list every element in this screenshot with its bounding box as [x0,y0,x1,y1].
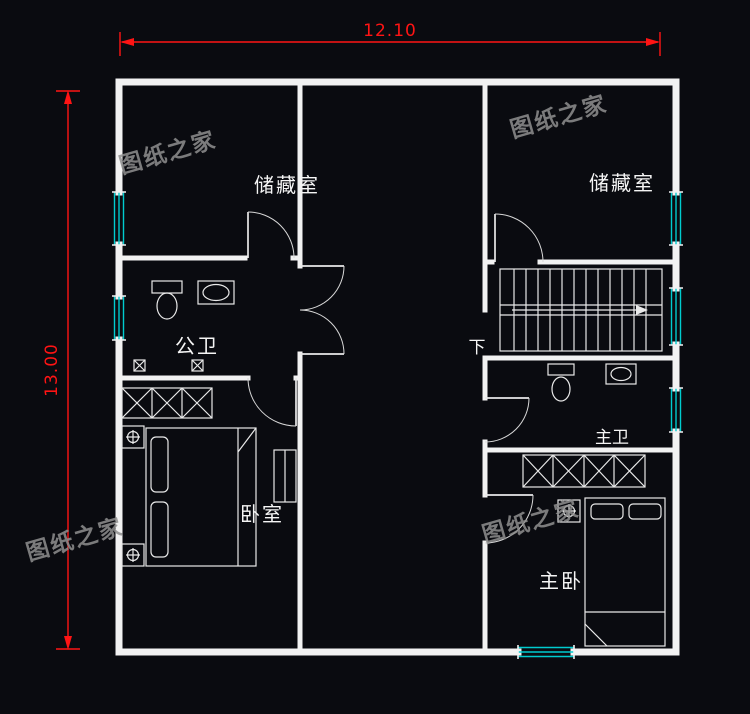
stair-arrowhead-icon [636,305,648,315]
dimension-arrow-bottom-icon [64,636,72,650]
dimension-top-line [119,32,661,56]
dimension-arrow-top-icon [64,90,72,104]
dimension-arrow-right-icon [646,38,660,46]
nightstand-icon [121,425,145,567]
washbasin-master-icon [605,363,637,385]
dimension-left: 13.00 [42,90,80,650]
wardrobe-master-bedroom [522,454,646,488]
toilet-icon [151,280,183,320]
door-storage-left [247,211,295,259]
stair-down-label: 下 [469,338,486,358]
window-storage-left [112,191,126,246]
nightstand-master-icon [557,499,581,523]
door-master-bedroom [484,494,534,544]
washbasin-icon [197,280,235,305]
exterior-walls [115,78,680,656]
cabinet-bedroom [273,449,297,503]
door-master-bathroom [484,397,530,443]
room-label-public-bathroom: 公卫 [175,334,219,358]
bed-bedroom [145,427,257,567]
toilet-master-icon [547,363,575,402]
dimension-height-value: 13.00 [42,343,62,397]
window-storage-right [669,191,683,246]
door-storage-right [494,213,544,263]
dimension-arrow-left-icon [120,38,134,46]
window-public-bathroom [112,295,126,341]
bed-master-bedroom [584,497,666,647]
room-label-bedroom: 卧室 [240,502,284,526]
room-label-master-bathroom: 主卫 [595,428,629,448]
wardrobe-bedroom [121,387,213,419]
window-master-bedroom [517,645,575,659]
door-double-hall [299,265,345,355]
room-label-master-bedroom: 主卧 [539,569,583,593]
room-label-storage-left: 储藏室 [254,173,320,197]
floor-drain-icon [133,359,204,372]
window-staircase [669,287,683,346]
staircase [499,268,663,352]
window-master-bathroom [669,387,683,433]
dimension-width-value: 12.10 [363,21,417,41]
door-bedroom [247,377,297,427]
interior-walls [116,79,679,655]
dimension-top: 12.10 [119,21,661,56]
room-label-storage-right: 储藏室 [589,171,655,195]
